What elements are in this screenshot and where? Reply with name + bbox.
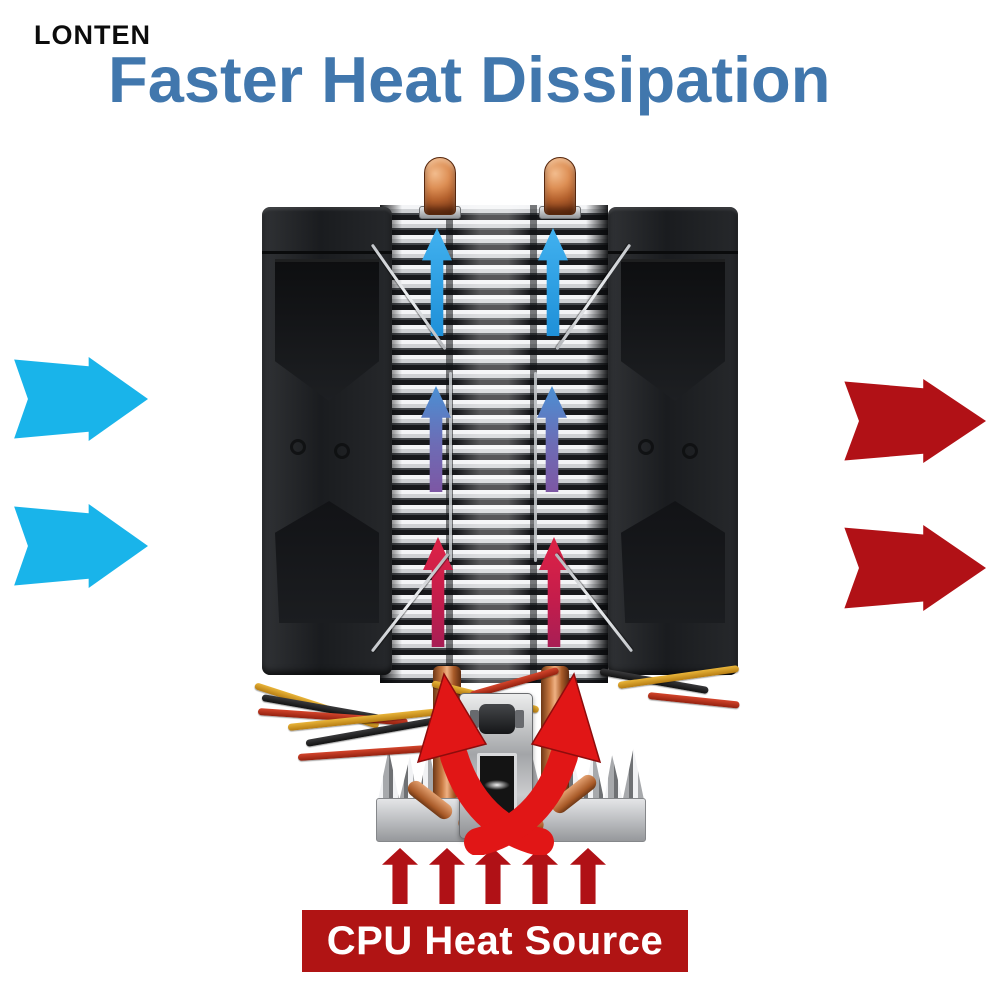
right-fan: [608, 207, 738, 675]
fin-retention-wire: [534, 372, 537, 562]
heat-pipe-arrow-head: [416, 672, 488, 764]
cpu-heat-source-banner: CPU Heat Source: [302, 910, 688, 972]
fan-molding-recess: [621, 259, 725, 401]
fin-retention-wire: [449, 372, 452, 562]
fan-molding-recess: [275, 501, 379, 623]
bracket-window-reflection: [484, 780, 510, 790]
cpu-heat-arrow: [382, 848, 418, 904]
fan-embossed-mark: [290, 439, 306, 455]
fan-molding-recess: [621, 501, 725, 623]
fan-molding-recess: [275, 259, 379, 401]
brand-logo-text: LONTEN: [34, 20, 151, 50]
heat-pipe-curved-arrows: [416, 672, 602, 855]
heat-pipe-tip: [424, 157, 456, 215]
cool-air-intake-arrow: [14, 504, 148, 588]
heatsink-fin-stack: [380, 205, 608, 683]
heat-pipe-tip: [544, 157, 576, 215]
heat-pipe-arrow-shaft: [440, 742, 554, 855]
cpu-heat-arrow: [429, 848, 465, 904]
hot-air-exhaust-arrow: [844, 525, 986, 611]
heat-pipe-arrow-head: [530, 672, 602, 764]
fan-wire: [647, 692, 740, 709]
fan-embossed-mark: [682, 443, 698, 459]
fan-embossed-mark: [334, 443, 350, 459]
left-fan: [262, 207, 392, 675]
cpu-heat-arrow: [570, 848, 606, 904]
page-title: Faster Heat Dissipation: [108, 43, 831, 116]
fan-frame-seam: [262, 251, 392, 254]
heat-pipe-arrow-shaft: [464, 742, 578, 855]
hot-air-exhaust-arrow: [844, 379, 986, 463]
fan-frame-seam: [608, 251, 738, 254]
banner-label: CPU Heat Source: [326, 918, 664, 963]
bracket-prong: [515, 710, 524, 728]
fan-embossed-mark: [638, 439, 654, 455]
cpu-heat-arrow: [475, 848, 511, 904]
cool-air-intake-arrow: [14, 357, 148, 441]
cpu-heat-arrow: [522, 848, 558, 904]
bracket-latch: [479, 704, 515, 734]
bracket-prong: [470, 710, 479, 728]
